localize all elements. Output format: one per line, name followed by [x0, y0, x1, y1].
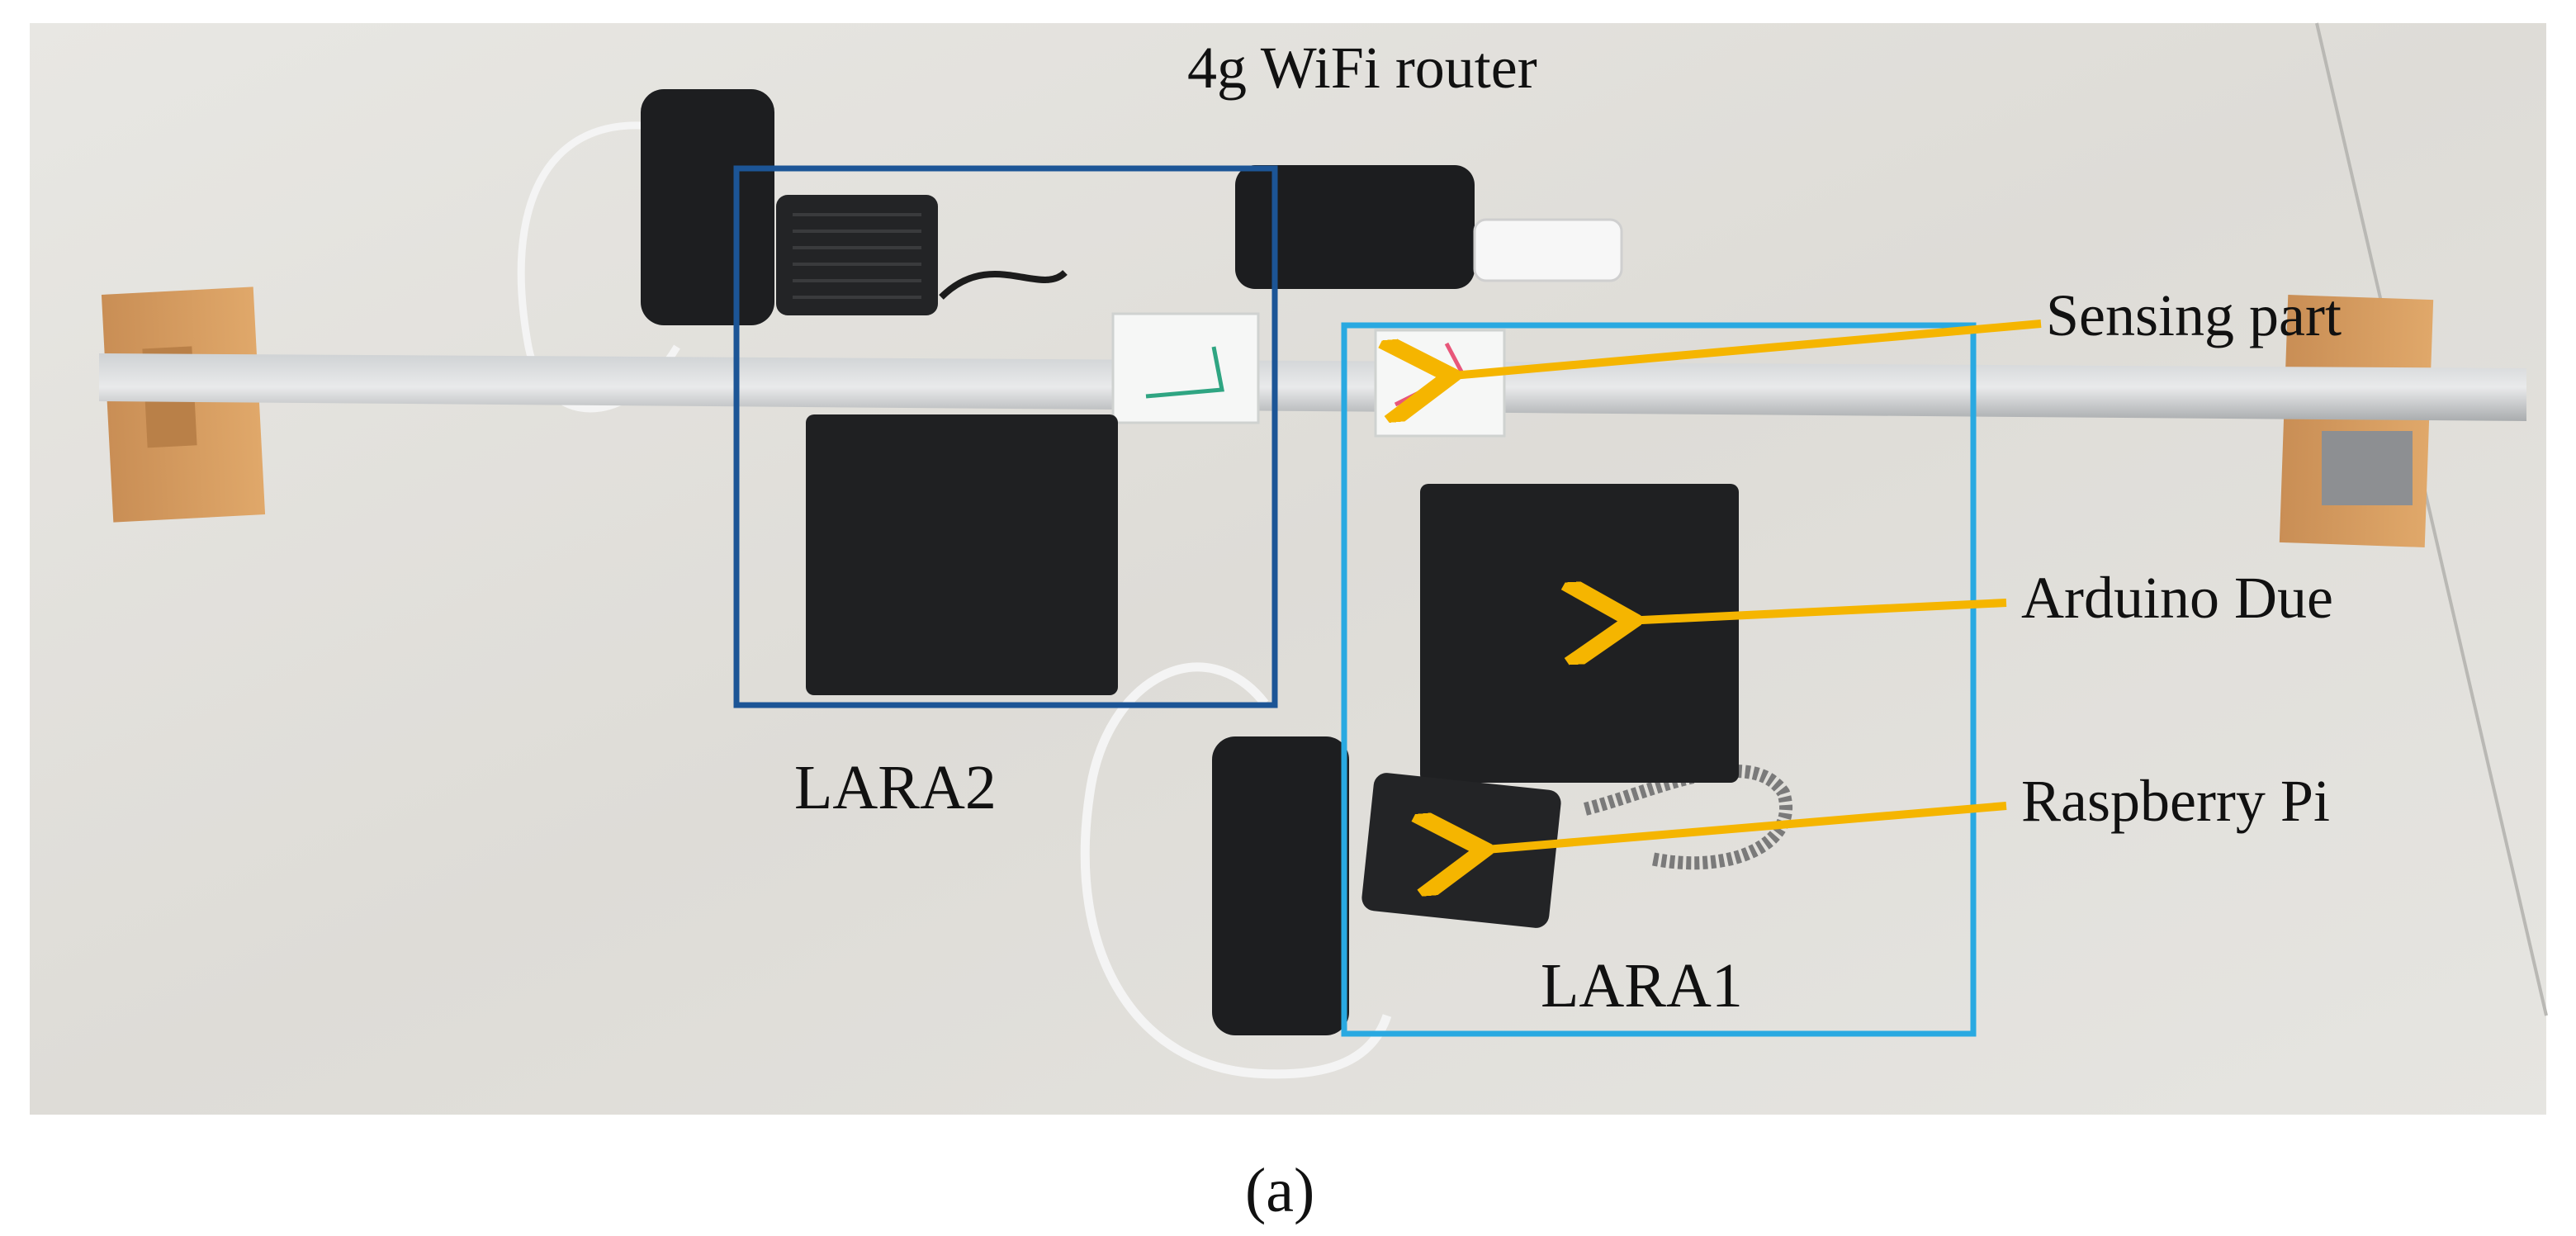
arrow-raspberry-pi [1476, 802, 2007, 850]
wood-support-left [101, 287, 266, 523]
sensing-part-lara2 [1111, 312, 1260, 424]
router-device [1235, 165, 1475, 289]
table-seam [2315, 22, 2548, 1016]
cable-white-bottom [1080, 662, 1392, 1079]
arrow-arduino [1625, 603, 2007, 621]
lara1-bounding-box [1341, 322, 1977, 1037]
sensing-part-label: Sensing part [2046, 282, 2342, 348]
arduino-lara2 [806, 414, 1118, 695]
figure-caption: (a) [1245, 1156, 1315, 1225]
raspberry-pi-lara1 [1361, 773, 1561, 928]
lara2-bounding-box [733, 165, 1278, 708]
power-bank-top [641, 89, 774, 325]
aluminium-beam [99, 353, 2526, 421]
lara2-label: LARA2 [794, 753, 997, 822]
arduino-lara1 [1420, 484, 1739, 783]
arduino-label: Arduino Due [2021, 565, 2333, 631]
lara1-label: LARA1 [1541, 951, 1743, 1021]
router-dongle [1473, 218, 1623, 282]
raspberry-pi-lara2 [776, 195, 938, 315]
wood-support-right [2279, 295, 2434, 547]
arrow-sensing-part [1443, 320, 2042, 376]
router-label: 4g WiFi router [1187, 35, 1537, 101]
raspberry-pi-label: Raspberry Pi [2021, 768, 2330, 834]
power-bank-bottom [1212, 736, 1349, 1035]
cable-braided [1584, 765, 1792, 870]
cable-black-top [939, 269, 1068, 300]
